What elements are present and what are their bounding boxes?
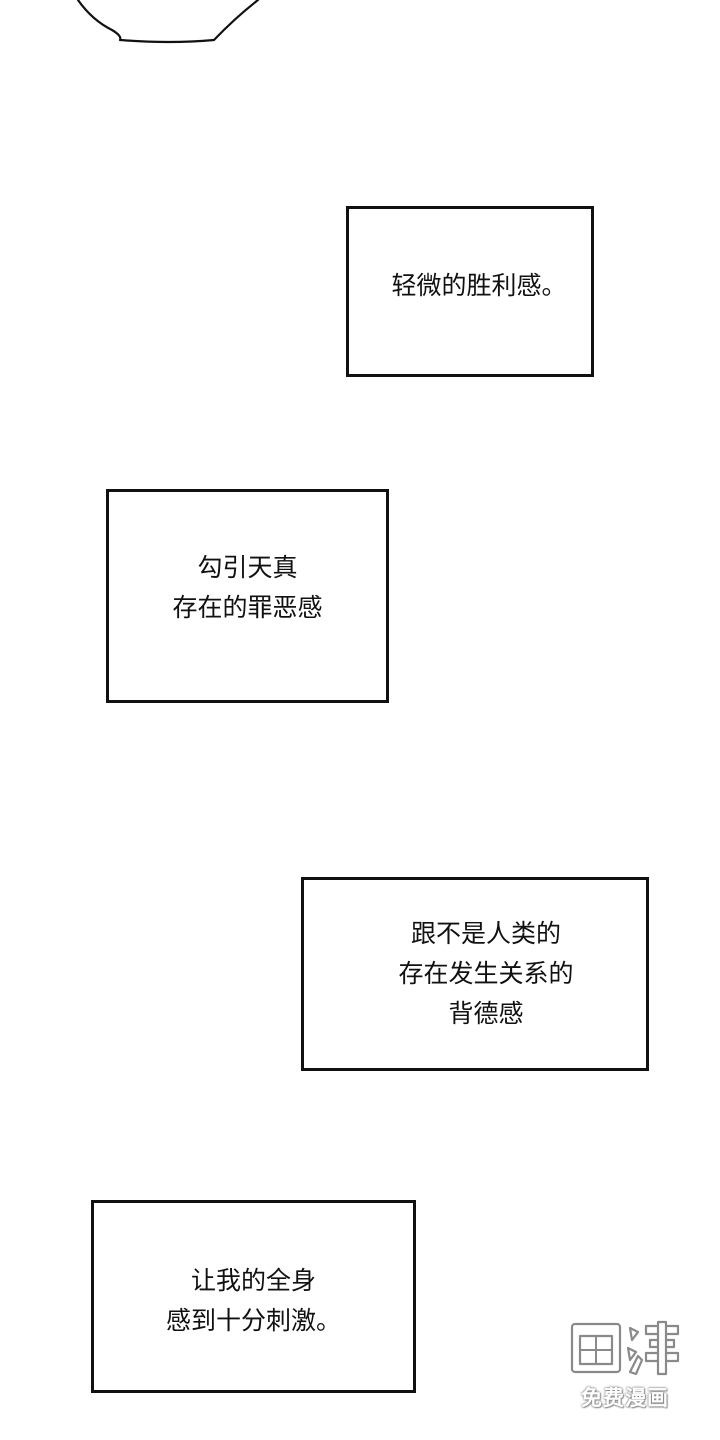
caption-text: 让我的全身 感到十分刺激。 [166, 1261, 341, 1341]
caption-line: 让我的全身 [190, 1265, 316, 1295]
caption-line: 轻微的胜利感。 [391, 270, 567, 300]
caption-line: 存在发生关系的 [398, 959, 574, 988]
caption-line: 感到十分刺激。 [165, 1305, 341, 1335]
caption-text: 跟不是人类的 存在发生关系的 背德感 [398, 914, 573, 1034]
character-line-art-fragment [76, 0, 260, 44]
caption-box: 勾引天真 存在的罪恶感 [106, 489, 389, 703]
caption-box: 让我的全身 感到十分刺激。 [91, 1200, 416, 1393]
caption-box: 跟不是人类的 存在发生关系的 背德感 [301, 877, 649, 1071]
watermark-subtitle: 免费漫画 [581, 1386, 669, 1410]
caption-line: 背德感 [448, 999, 524, 1028]
caption-box: 轻微的胜利感。 [346, 206, 594, 377]
caption-line: 勾引天真 [197, 553, 298, 582]
watermark-logo [570, 1320, 680, 1376]
caption-text: 轻微的胜利感。 [391, 266, 566, 306]
caption-line: 跟不是人类的 [410, 919, 561, 948]
caption-text: 勾引天真 存在的罪恶感 [172, 548, 322, 628]
watermark: 免费漫画 [560, 1318, 690, 1418]
caption-line: 存在的罪恶感 [172, 593, 323, 622]
